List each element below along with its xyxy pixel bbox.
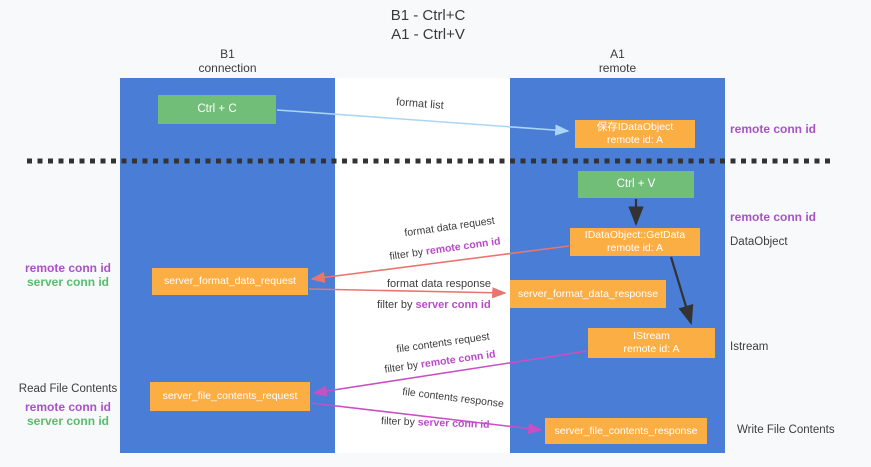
format-list-arrow xyxy=(276,109,570,136)
ctrl-v-box: Ctrl + V xyxy=(578,171,694,198)
getdata-box: IDataObject::GetData remote id: A xyxy=(570,228,700,256)
server-format-data-request-label: server_format_data_request xyxy=(164,275,296,287)
file-contents-request-arrow xyxy=(312,350,588,397)
read-file-contents-label: Read File Contents xyxy=(18,383,118,395)
write-file-contents-label: Write File Contents xyxy=(737,424,835,436)
istream-line1: IStream xyxy=(633,330,670,342)
left-mid-server-conn-id-label: server conn id xyxy=(26,275,110,289)
server-format-data-response-label: server_format_data_response xyxy=(517,287,659,300)
server-conn-id-highlight: server conn id xyxy=(415,299,491,311)
lane-a1-role: remote xyxy=(598,61,637,75)
server-file-contents-response-box: server_file_contents_response xyxy=(545,418,707,444)
server-format-data-request-box: server_format_data_request xyxy=(152,268,308,295)
save-dataobject-line1: 保存IDataObject xyxy=(596,121,674,133)
getdata-line2: remote id: A xyxy=(606,242,664,254)
right-top-remote-conn-id-label: remote conn id xyxy=(730,122,817,136)
ctrl-v-label: Ctrl + V xyxy=(616,178,656,190)
left-bottom-remote-conn-id-label: remote conn id xyxy=(24,400,111,414)
server-file-contents-response-label: server_file_contents_response xyxy=(554,424,698,437)
diagram-title: B1 - Ctrl+C A1 - Ctrl+V xyxy=(288,6,568,44)
server-format-data-response-box: server_format_data_response xyxy=(510,280,666,308)
ctrl-c-label: Ctrl + C xyxy=(197,103,237,115)
left-mid-remote-conn-id-label: remote conn id xyxy=(24,261,111,275)
istream-box: IStream remote id: A xyxy=(588,328,715,358)
file-contents-response-arrow xyxy=(310,402,543,435)
save-dataobject-line2: remote id: A xyxy=(606,134,664,146)
server-file-contents-request-label: server_file_contents_request xyxy=(162,390,298,402)
filter-by-prefix: filter by xyxy=(380,415,418,429)
dataobject-label: DataObject xyxy=(730,236,788,248)
format-data-response-label: format data response xyxy=(387,278,491,290)
server-file-contents-request-box: server_file_contents_request xyxy=(150,382,310,411)
ctrl-c-box: Ctrl + C xyxy=(158,95,276,124)
lane-header-b1: B1 connection xyxy=(120,47,335,75)
istream-side-label: Istream xyxy=(730,341,769,353)
title-line-2: A1 - Ctrl+V xyxy=(391,26,465,43)
format-data-response-arrow xyxy=(308,287,507,299)
format-data-request-arrow xyxy=(310,245,570,283)
right-mid-remote-conn-id-label: remote conn id xyxy=(730,210,817,224)
title-line-1: B1 - Ctrl+C xyxy=(390,7,466,24)
istream-line2: remote id: A xyxy=(623,343,680,355)
lane-b1-role: connection xyxy=(198,61,257,75)
getdata-line1: IDataObject::GetData xyxy=(584,229,686,241)
left-bottom-server-conn-id-label: server conn id xyxy=(26,414,110,428)
lane-b1-name: B1 xyxy=(220,47,235,61)
lane-a1-name: A1 xyxy=(610,47,625,61)
lane-header-a1: A1 remote xyxy=(510,47,725,75)
filter-by-prefix: filter by xyxy=(377,299,416,311)
format-data-response-filter-label: filter by server conn id xyxy=(377,299,491,311)
getdata-to-istream-arrow xyxy=(669,256,694,326)
save-dataobject-box: 保存IDataObject remote id: A xyxy=(575,120,695,148)
server-conn-id-highlight: server conn id xyxy=(417,416,490,431)
